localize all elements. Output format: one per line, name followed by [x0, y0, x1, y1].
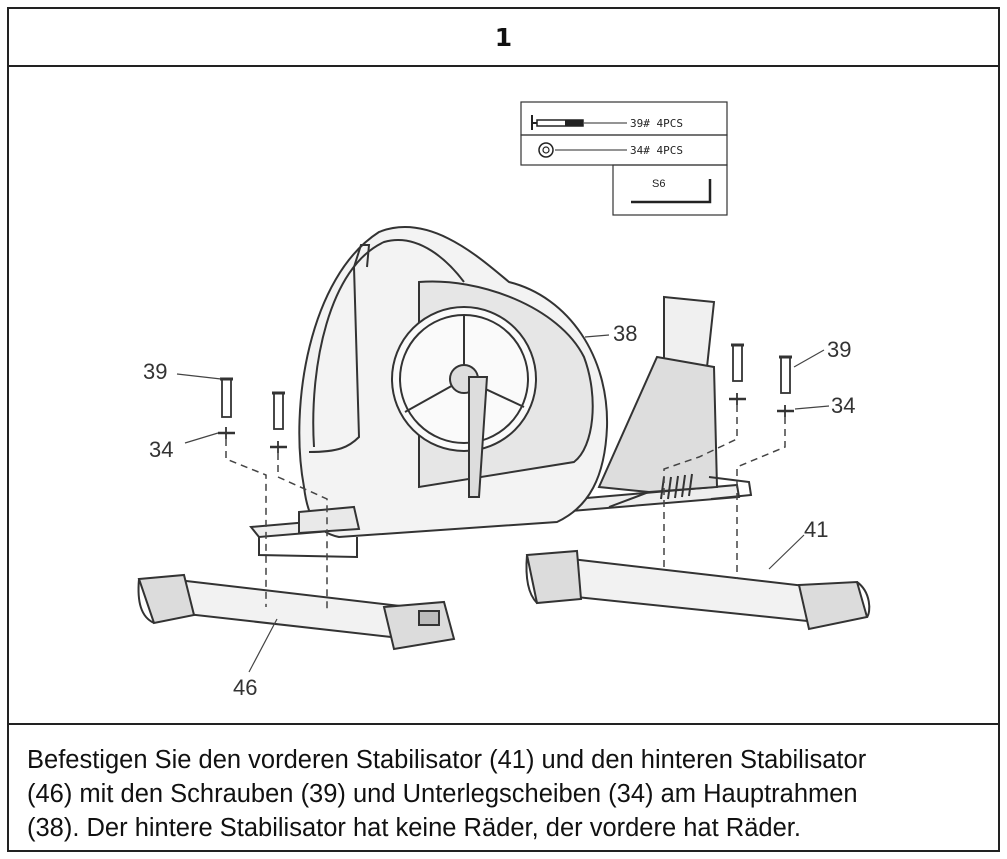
bolt-icon [531, 115, 627, 130]
instruction-line-1: Befestigen Sie den vorderen Stabilisator… [27, 746, 867, 774]
label-washer-left: 34 [149, 437, 173, 462]
bolt-right-inner [729, 343, 746, 405]
rear-stabilizer [137, 573, 456, 651]
label-leaders [176, 334, 830, 673]
washer-icon [538, 142, 627, 158]
front-stabilizer [525, 549, 871, 631]
instruction-panel: 1 39# 4PCS 34# 4PCS S6 [7, 7, 1000, 852]
label-main-frame: 38 [613, 321, 637, 346]
bolt-right-outer [777, 355, 794, 417]
bolt-left-outer [218, 377, 235, 439]
instruction-line-2: (46) mit den Schrauben (39) und Unterleg… [27, 780, 858, 808]
label-rear-stabilizer: 46 [233, 675, 257, 700]
instruction-line-3: (38). Der hintere Stabilisator hat keine… [27, 814, 801, 842]
label-bolt-right: 39 [827, 337, 851, 362]
main-frame [249, 226, 753, 559]
label-front-stabilizer: 41 [804, 517, 828, 542]
instruction-text: Befestigen Sie den vorderen Stabilisator… [9, 723, 998, 852]
bolt-qty-label: 39# 4PCS [630, 117, 683, 130]
assembly-diagram: 39# 4PCS 34# 4PCS S6 [9, 67, 998, 723]
bolt-left-inner [270, 391, 287, 453]
label-washer-right: 34 [831, 393, 855, 418]
label-bolt-left: 39 [143, 359, 167, 384]
tool-size-label: S6 [652, 178, 665, 190]
assembly-guide-lines [225, 405, 786, 612]
washer-qty-label: 34# 4PCS [630, 144, 683, 157]
allen-key-icon [631, 179, 712, 204]
hardware-box [520, 101, 728, 216]
step-number: 1 [9, 9, 998, 67]
